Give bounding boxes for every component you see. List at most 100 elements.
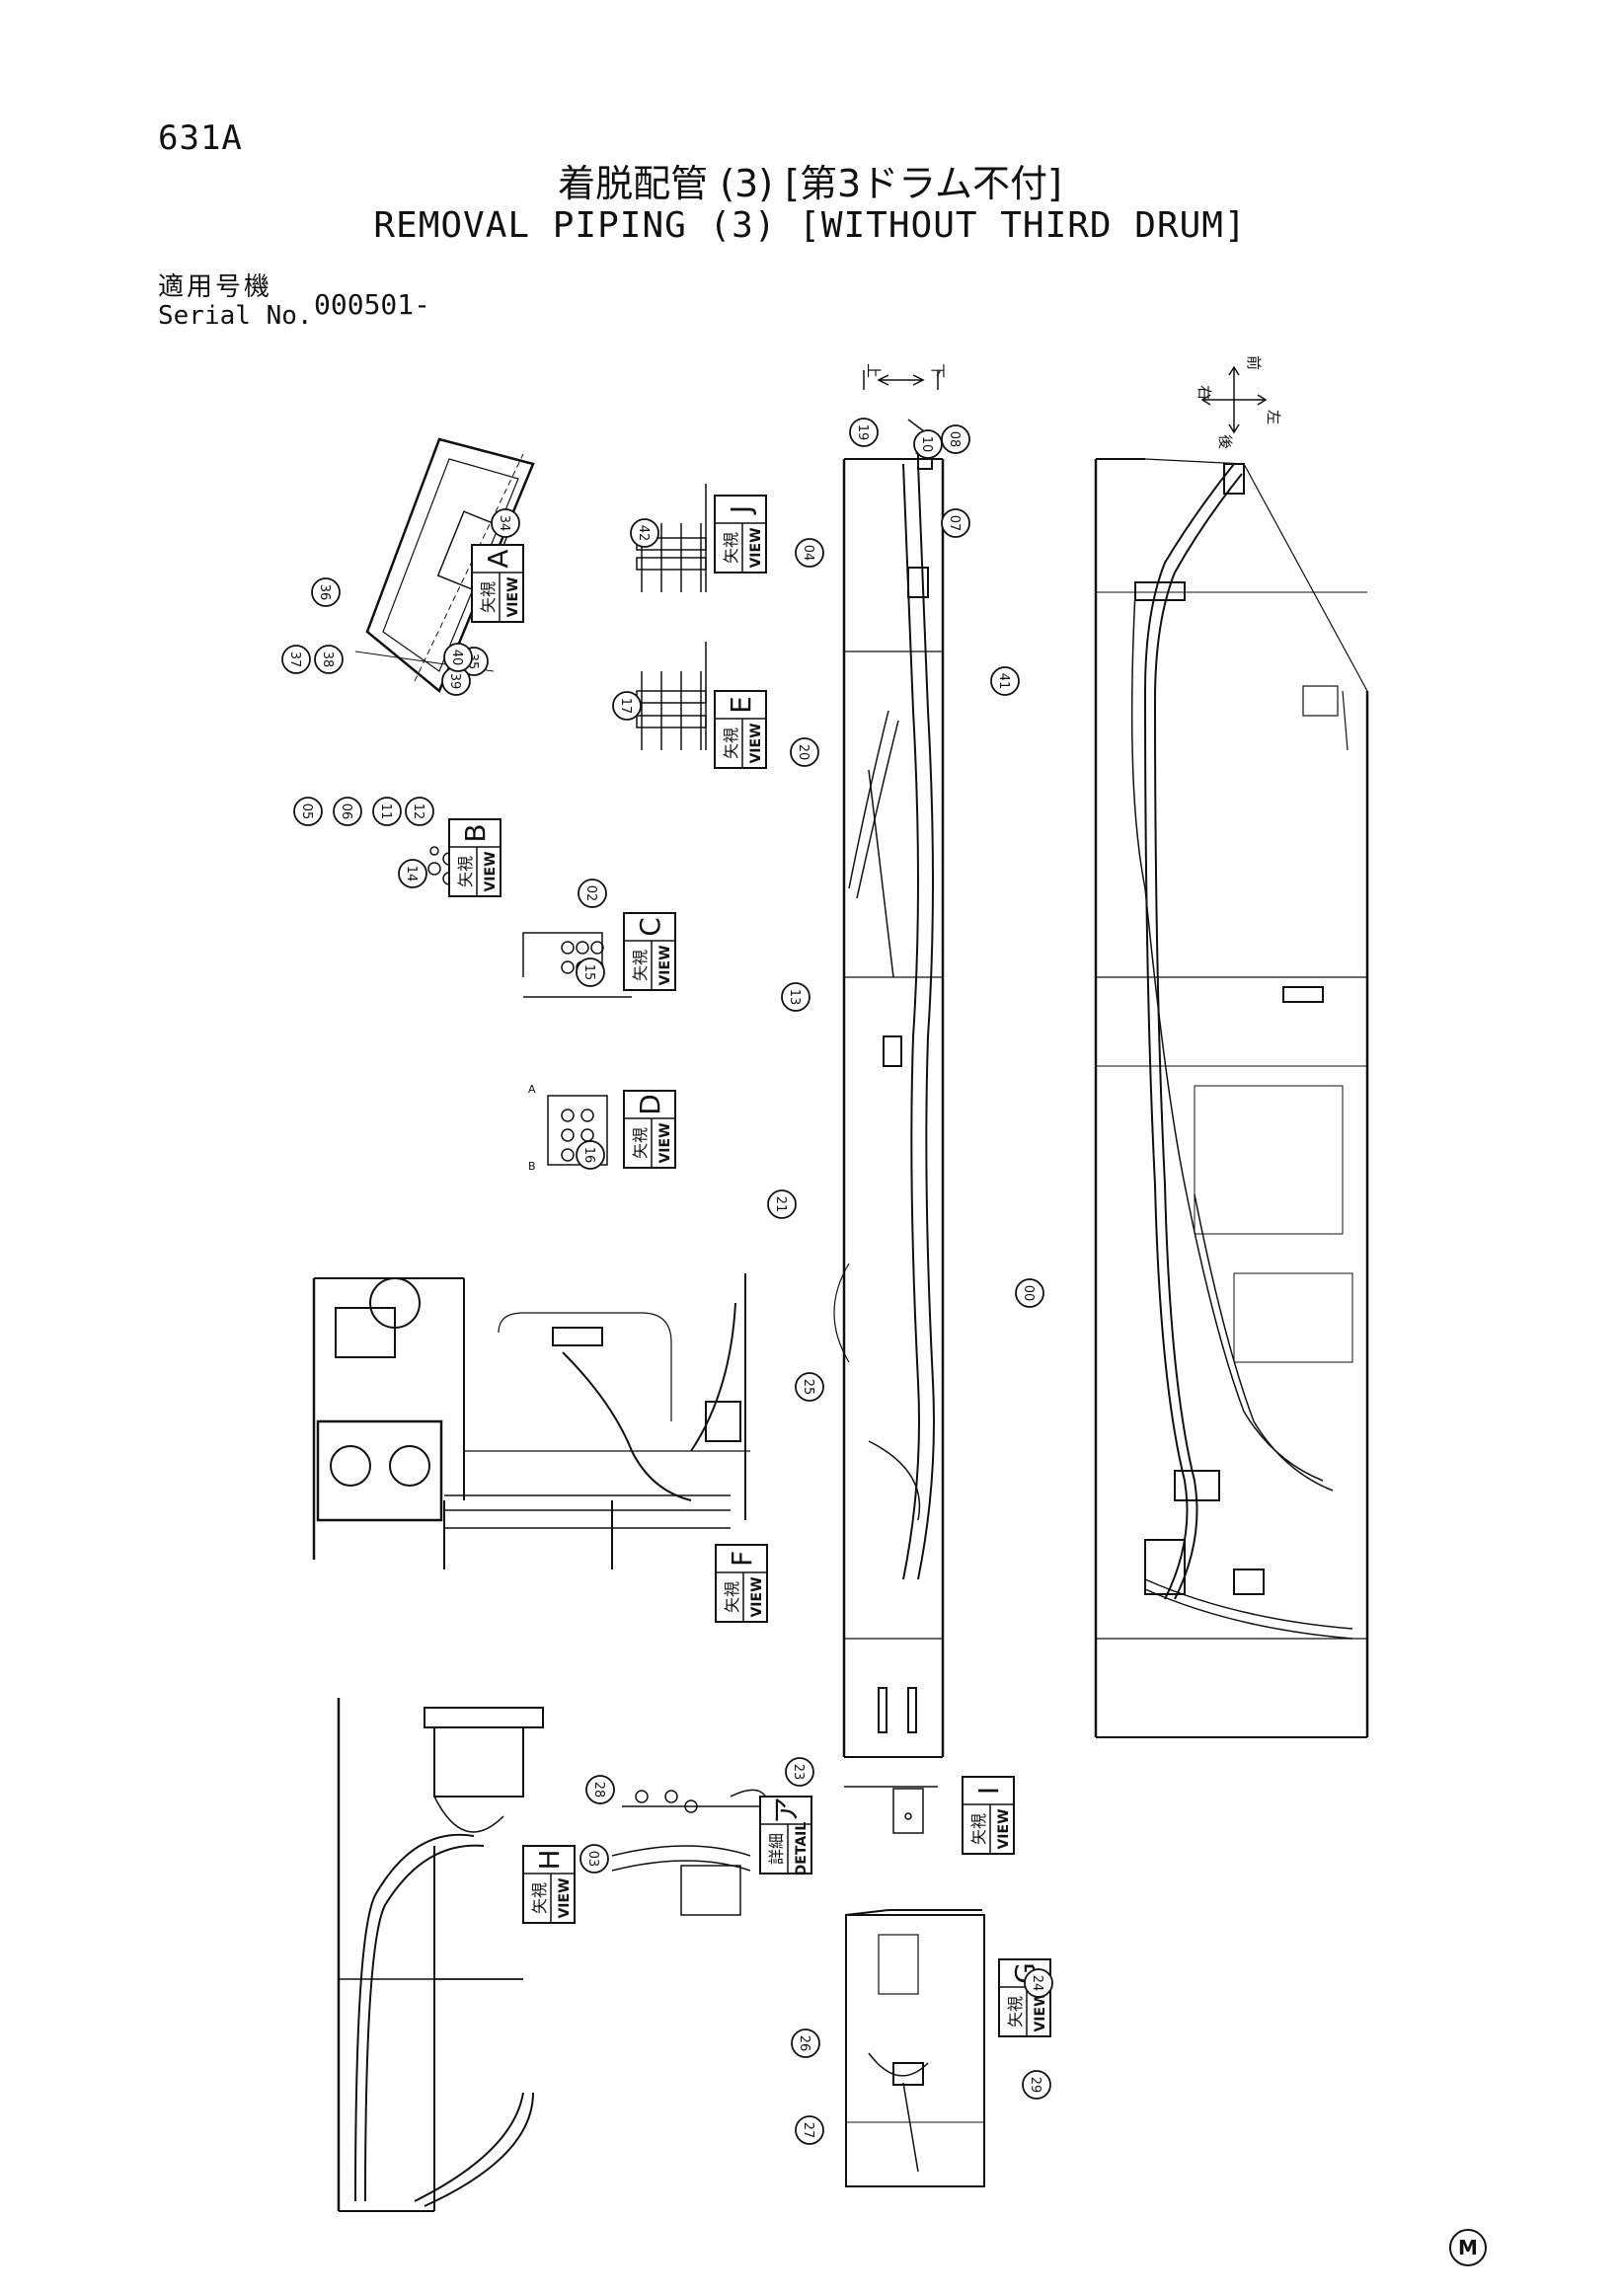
view-label-letter: B (459, 823, 492, 842)
callout-circle: 36 (311, 577, 341, 607)
compass (1200, 365, 1268, 434)
callout-number: 05 (299, 804, 314, 820)
view-label-letter: I (972, 1787, 1005, 1795)
view-label-ja: 矢視 (722, 727, 740, 759)
view-label-en: VIEW (505, 576, 521, 617)
title-japanese: 着脱配管 (3) [第3ドラム不付] (558, 162, 1062, 205)
view-label-en: VIEW (657, 945, 673, 985)
view-f-drawing (312, 1273, 750, 1569)
view-label-ja: 詳細 (767, 1833, 786, 1865)
callout-circle: 28 (585, 1775, 615, 1804)
callout-number: 40 (449, 650, 464, 666)
callout-circle: 17 (612, 691, 642, 721)
callout-circle: 26 (791, 2028, 820, 2058)
callout-circle: 12 (405, 797, 434, 826)
callout-number: 04 (801, 545, 815, 562)
callout-number: 06 (339, 804, 353, 820)
view-label-ja: 矢視 (722, 532, 740, 564)
callout-number: 02 (583, 885, 598, 902)
view-label-en: VIEW (748, 723, 764, 763)
callout-circle: 06 (333, 797, 362, 826)
callout-number: 27 (801, 2122, 815, 2139)
copyright-mark: M (1449, 2229, 1487, 2266)
right-frame-drawing (1094, 458, 1369, 1738)
view-label-j: 矢視 VIEW J (714, 495, 767, 574)
direction-left: 左 (1265, 410, 1282, 424)
callout-number: 34 (497, 515, 511, 532)
view-label-b: 矢視 VIEW B (448, 818, 501, 897)
callout-number: 29 (1028, 2077, 1042, 2094)
view-label-en: VIEW (483, 851, 499, 891)
direction-front: 前 (1245, 355, 1263, 370)
callout-number: 11 (378, 804, 393, 820)
callout-number: 42 (636, 525, 651, 542)
callout-number: 13 (787, 989, 802, 1006)
callout-circle: 05 (293, 797, 323, 826)
view-label-en: DETAIL (794, 1822, 810, 1876)
callout-circle: 03 (579, 1844, 609, 1874)
callout-circle: 08 (941, 424, 970, 454)
up-down-arrow (863, 370, 939, 390)
callout-number: 24 (1030, 1975, 1044, 1992)
callout-circle: 20 (790, 737, 819, 767)
view-label-ja: 矢視 (631, 950, 650, 981)
view-label-ja: 矢視 (1006, 1996, 1025, 2028)
callout-number: 16 (581, 1147, 596, 1164)
view-label-en: VIEW (996, 1808, 1012, 1849)
callout-circle: 40 (443, 643, 473, 672)
callout-number: 00 (1021, 1285, 1036, 1302)
view-label-letter: E (725, 696, 757, 714)
callout-number: 36 (317, 584, 332, 601)
port-letter-a: A (528, 1083, 536, 1096)
callout-circle: 19 (849, 418, 879, 447)
view-label-letter: C (634, 917, 666, 937)
callout-circle: 37 (281, 645, 311, 674)
callout-circle: 34 (491, 508, 520, 538)
view-label-ja: 矢視 (631, 1127, 650, 1159)
view-label-letter: J (725, 505, 757, 515)
callout-circle: 04 (795, 538, 824, 568)
view-label-letter: F (726, 1551, 758, 1567)
callout-circle: 25 (795, 1372, 824, 1402)
view-label-en: VIEW (748, 527, 764, 568)
port-letter-b: B (528, 1160, 536, 1173)
callout-number: 14 (404, 866, 419, 882)
detail-a-drawing (611, 1789, 771, 1916)
callout-circle: 23 (785, 1757, 814, 1787)
callout-circle: 14 (398, 859, 427, 888)
view-label-ja: 矢視 (723, 1581, 741, 1613)
view-g-drawing (845, 1909, 985, 2187)
view-e-drawing (636, 642, 707, 750)
direction-down: 下 (929, 363, 947, 378)
view-label-ja: 矢視 (479, 581, 498, 613)
serial-label-japanese: 適用号機 (158, 272, 273, 302)
callout-number: 39 (447, 673, 462, 690)
callout-circle: 15 (576, 957, 605, 987)
callout-number: 10 (919, 436, 934, 453)
view-label-en: VIEW (657, 1122, 673, 1163)
view-label-en: VIEW (557, 1877, 573, 1918)
title-english: REMOVAL PIPING (3) [WITHOUT THIRD DRUM] (373, 205, 1247, 246)
view-label-letter: D (634, 1094, 666, 1115)
callout-number: 19 (855, 424, 870, 441)
callout-number: 03 (585, 1851, 600, 1868)
view-label-letter: A (482, 549, 514, 568)
view-d-drawing (547, 1095, 608, 1166)
view-label-ja: 矢視 (456, 856, 475, 887)
callout-number: 21 (773, 1196, 788, 1213)
callout-circle: 42 (630, 518, 659, 548)
callout-circle: 00 (1015, 1278, 1044, 1308)
callout-circle: 16 (576, 1140, 605, 1170)
callout-circle: 27 (795, 2115, 824, 2145)
callout-circle: 21 (767, 1189, 797, 1219)
view-label-a: 矢視 VIEW A (471, 544, 524, 623)
callout-circle: 13 (781, 982, 810, 1012)
callout-number: 37 (287, 651, 302, 668)
callout-circle: 11 (372, 797, 402, 826)
callout-number: 41 (996, 673, 1011, 690)
view-label-c: 矢視 VIEW C (623, 912, 676, 991)
